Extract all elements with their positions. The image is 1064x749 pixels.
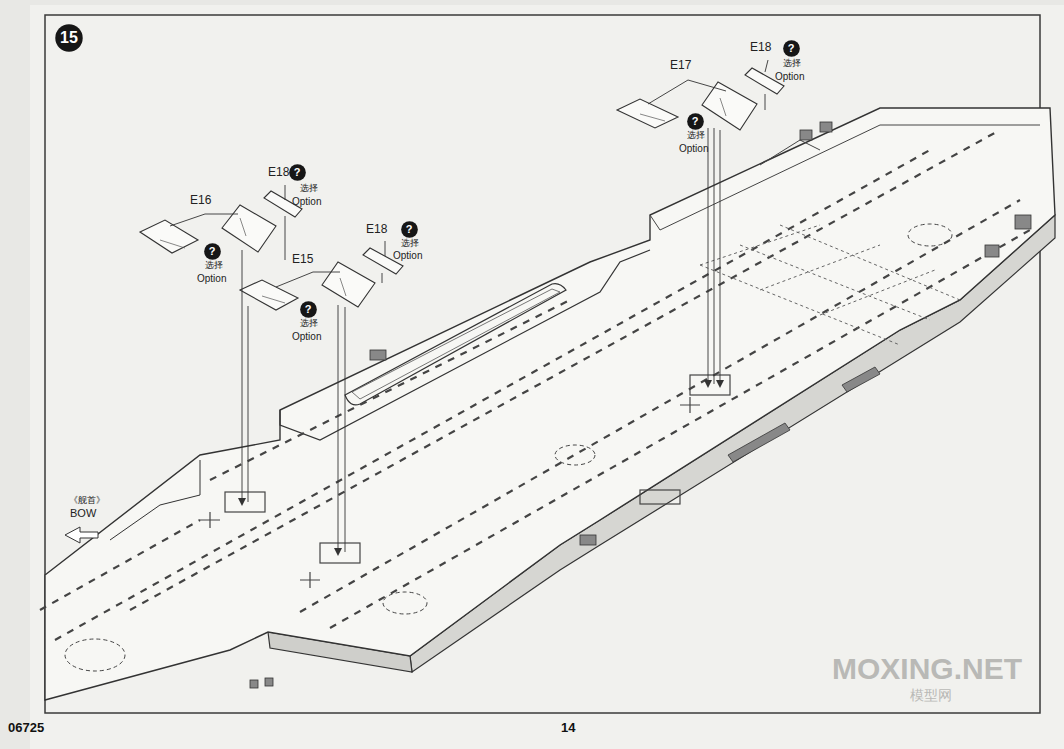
watermark: MOXING.NET xyxy=(832,652,1022,685)
watermark: 模型网 xyxy=(910,688,952,703)
option-mark: ? xyxy=(783,40,800,57)
option-note: Option xyxy=(775,71,804,82)
option-icon: ? xyxy=(289,164,306,181)
option-note: 选择 xyxy=(300,319,318,329)
bow-note: 《舰首》 xyxy=(69,496,105,506)
option-icon: ? xyxy=(300,301,317,318)
option-mark: ? xyxy=(289,164,306,181)
part-number: E18 xyxy=(750,41,771,54)
option-mark: ? xyxy=(401,221,418,238)
option-note: 选择 xyxy=(401,239,419,249)
part-number: E18 xyxy=(268,166,289,179)
option-icon: ? xyxy=(401,221,418,238)
option-note: Option xyxy=(292,196,321,207)
option-note: 选择 xyxy=(687,131,705,141)
option-mark: ? xyxy=(300,301,317,318)
option-mark: ? xyxy=(204,243,221,260)
option-note: 选择 xyxy=(300,184,318,194)
option-note: Option xyxy=(393,250,422,261)
option-note: 选择 xyxy=(205,261,223,271)
option-note: Option xyxy=(679,143,708,154)
page-number: 14 xyxy=(561,721,575,735)
option-icon: ? xyxy=(204,243,221,260)
part-number: E16 xyxy=(190,194,211,207)
option-note: Option xyxy=(292,331,321,342)
option-icon: ? xyxy=(687,113,704,130)
option-note: Option xyxy=(197,273,226,284)
option-note: 选择 xyxy=(783,59,801,69)
part-number: E15 xyxy=(292,253,313,266)
step-number: 15 xyxy=(55,24,83,52)
bow-label: BOW xyxy=(70,507,96,519)
option-mark: ? xyxy=(687,113,704,130)
step-number-text: 15 xyxy=(55,24,83,52)
part-number: E17 xyxy=(670,59,691,72)
part-number: E18 xyxy=(366,223,387,236)
option-icon: ? xyxy=(783,40,800,57)
kit-number: 06725 xyxy=(8,721,44,735)
